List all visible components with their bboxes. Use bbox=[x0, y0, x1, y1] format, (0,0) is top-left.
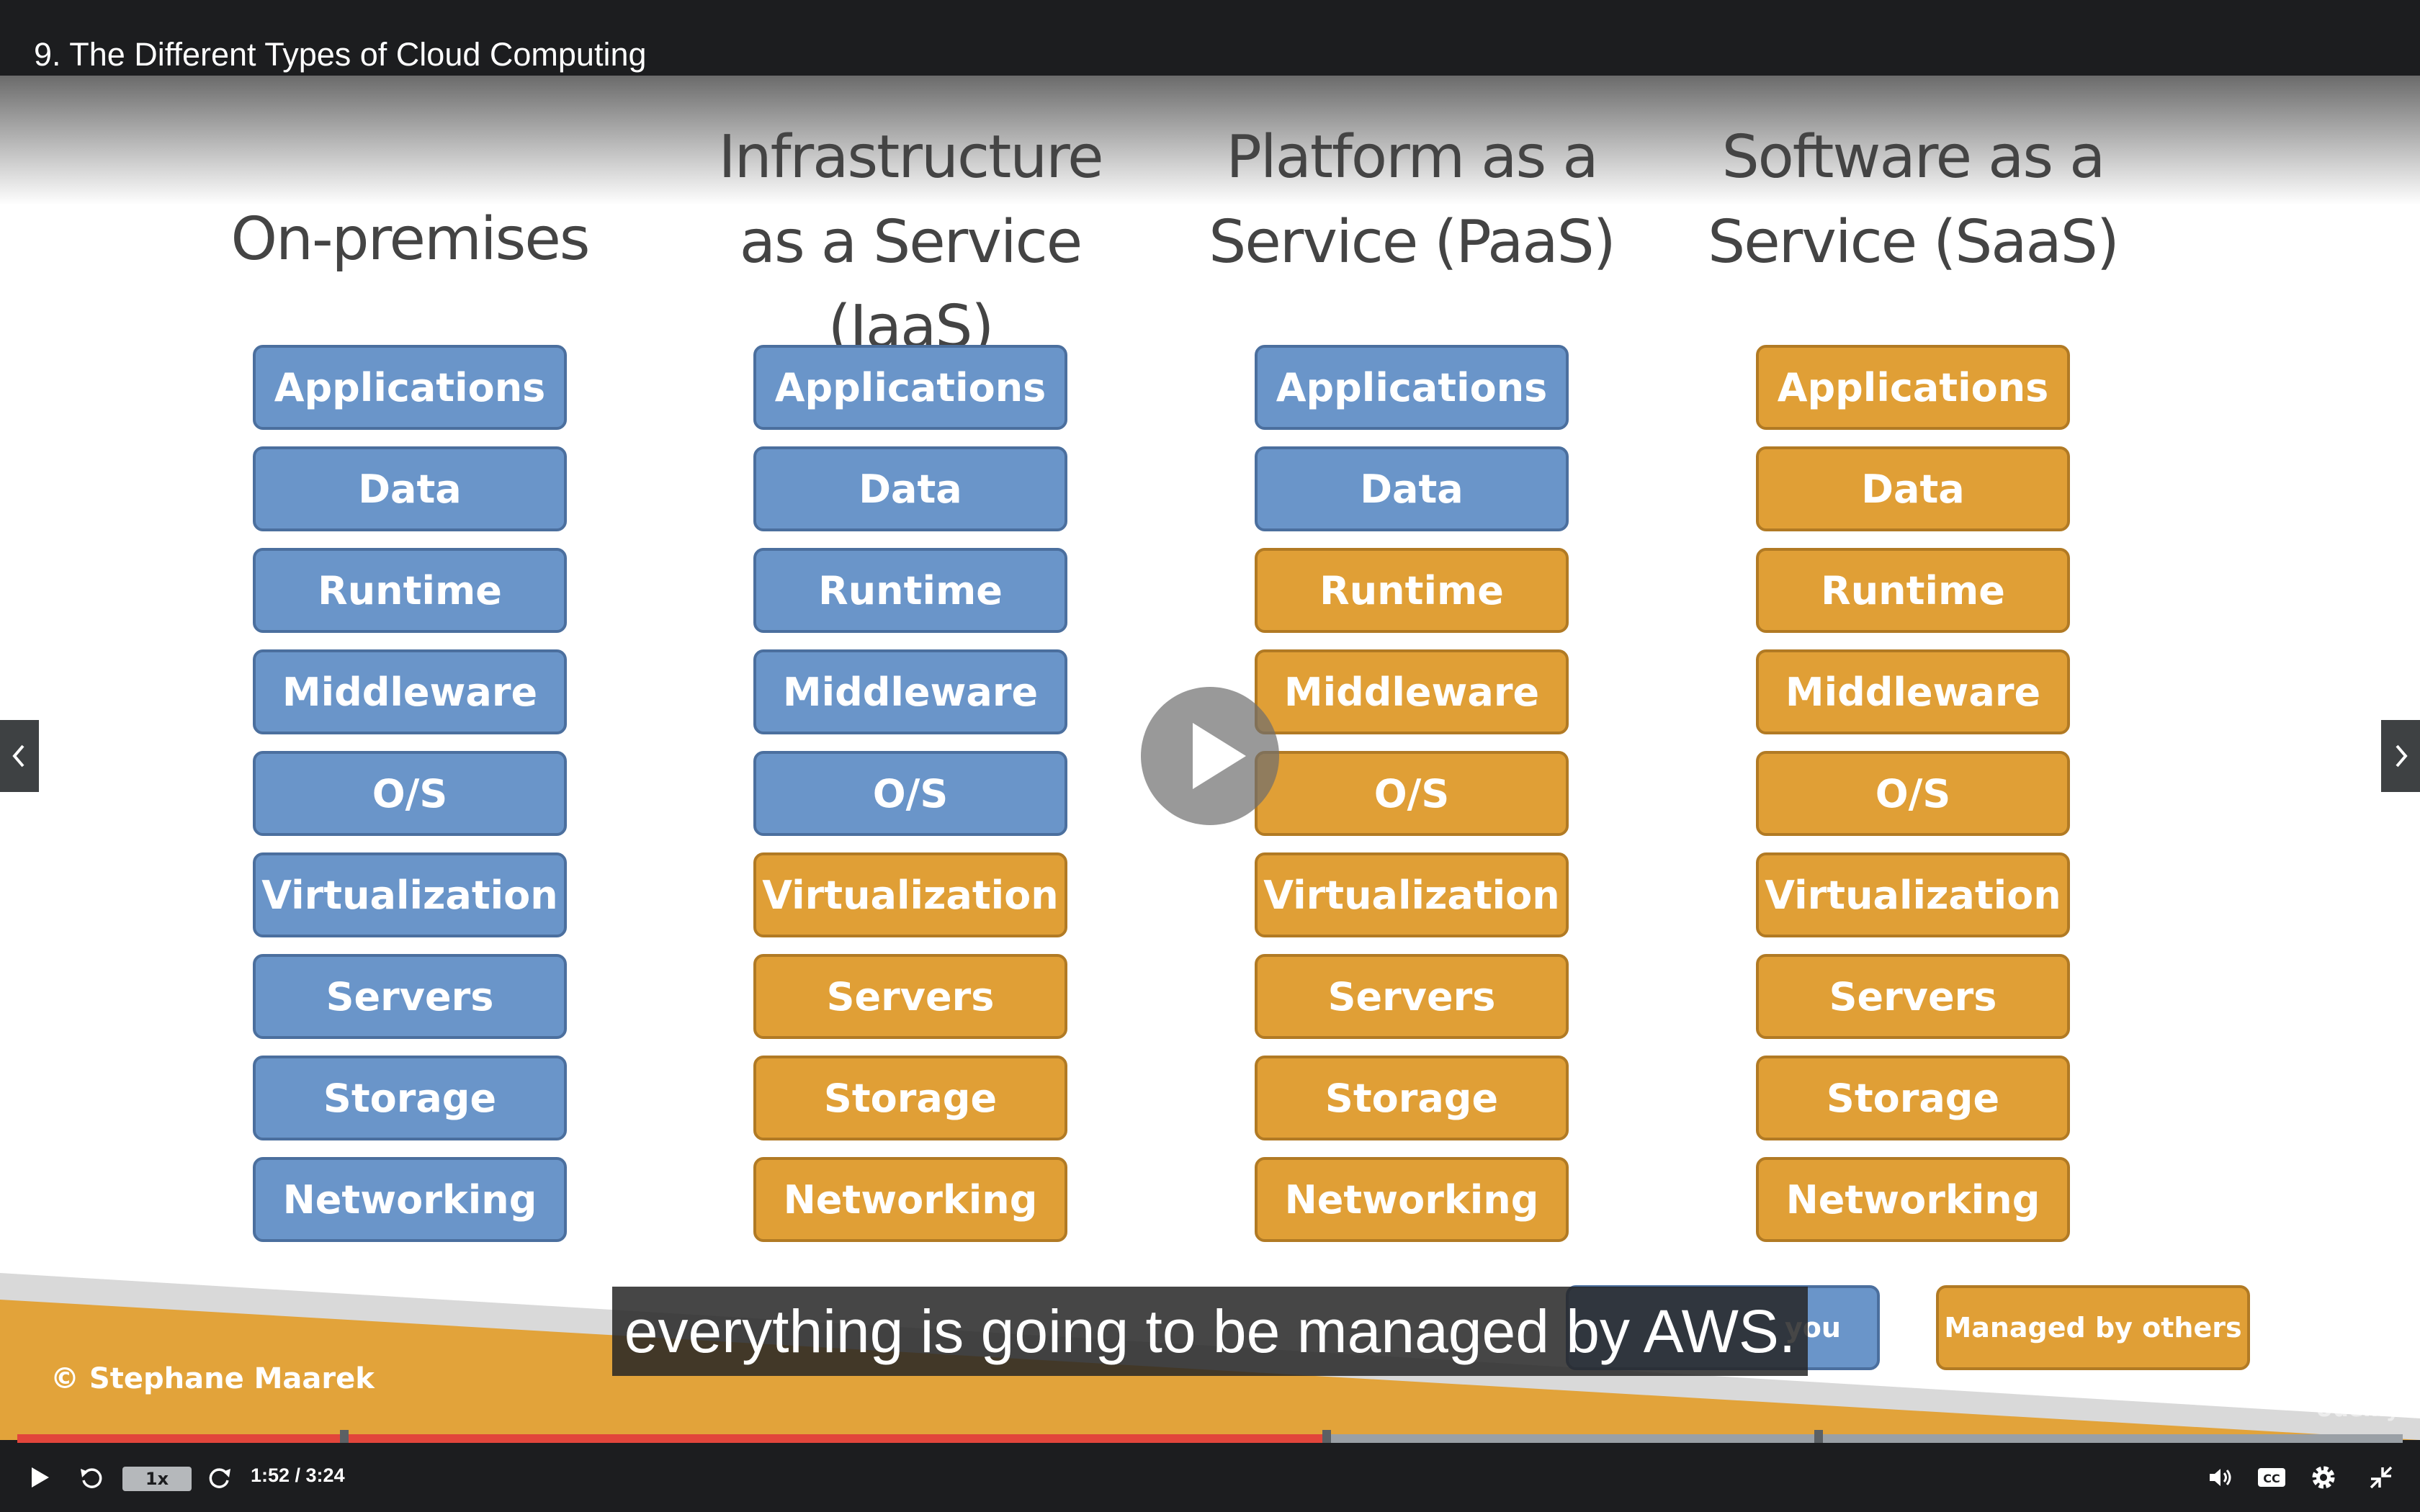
chevron-left-icon bbox=[12, 744, 24, 768]
layer-o-s: O/S bbox=[253, 751, 567, 836]
layer-storage: Storage bbox=[253, 1056, 567, 1140]
layer-o-s: O/S bbox=[753, 751, 1067, 836]
layer-applications: Applications bbox=[1255, 345, 1569, 430]
layer-storage: Storage bbox=[1756, 1056, 2070, 1140]
layer-virtualization: Virtualization bbox=[753, 852, 1067, 937]
layer-servers: Servers bbox=[753, 954, 1067, 1039]
volume-button[interactable] bbox=[2200, 1457, 2240, 1498]
chevron-right-icon bbox=[2396, 744, 2408, 768]
gear-icon bbox=[2312, 1466, 2335, 1489]
exit-fullscreen-button[interactable] bbox=[2361, 1457, 2401, 1498]
layer-servers: Servers bbox=[1756, 954, 2070, 1039]
column-title-on-premises: On-premises bbox=[230, 205, 590, 274]
layer-networking: Networking bbox=[253, 1157, 567, 1242]
layer-virtualization: Virtualization bbox=[1756, 852, 2070, 937]
layer-middleware: Middleware bbox=[1255, 649, 1569, 734]
legend-managed-by-others-label: Managed by others bbox=[1944, 1312, 2242, 1344]
closed-captions-icon: CC bbox=[2258, 1468, 2285, 1487]
layer-storage: Storage bbox=[753, 1056, 1067, 1140]
closed-captions-button[interactable]: CC bbox=[2251, 1457, 2292, 1498]
play-button[interactable] bbox=[19, 1457, 59, 1498]
layer-servers: Servers bbox=[253, 954, 567, 1039]
layer-applications: Applications bbox=[253, 345, 567, 430]
slide: On-premises Infrastructure as a Service … bbox=[0, 76, 2420, 1440]
layer-data: Data bbox=[1756, 446, 2070, 531]
lecture-title-bar: 9. The Different Types of Cloud Computin… bbox=[0, 0, 2420, 77]
layer-middleware: Middleware bbox=[753, 649, 1067, 734]
next-lecture-button[interactable] bbox=[2381, 720, 2420, 792]
copyright-text: © Stephane Maarek bbox=[50, 1362, 375, 1395]
playback-speed-button[interactable]: 1x bbox=[122, 1467, 192, 1491]
layer-servers: Servers bbox=[1255, 954, 1569, 1039]
layer-networking: Networking bbox=[753, 1157, 1067, 1242]
layer-virtualization: Virtualization bbox=[1255, 852, 1569, 937]
layer-runtime: Runtime bbox=[1255, 548, 1569, 633]
subtitle-caption: everything is going to be managed by AWS… bbox=[612, 1287, 1808, 1376]
layer-virtualization: Virtualization bbox=[253, 852, 567, 937]
center-play-button[interactable] bbox=[1141, 687, 1279, 825]
legend-managed-by-others: Managed by others bbox=[1936, 1285, 2250, 1370]
progress-bar[interactable] bbox=[17, 1430, 2403, 1447]
rewind-button[interactable] bbox=[71, 1457, 111, 1498]
slide-top-shade bbox=[0, 76, 2420, 205]
layer-runtime: Runtime bbox=[753, 548, 1067, 633]
udemy-watermark: Udemy bbox=[2316, 1397, 2400, 1422]
layer-o-s: O/S bbox=[1255, 751, 1569, 836]
layer-data: Data bbox=[753, 446, 1067, 531]
layer-data: Data bbox=[253, 446, 567, 531]
forward-button[interactable] bbox=[200, 1457, 241, 1498]
lecture-title: 9. The Different Types of Cloud Computin… bbox=[34, 36, 647, 73]
play-icon bbox=[32, 1467, 49, 1488]
layer-networking: Networking bbox=[1255, 1157, 1569, 1242]
layer-middleware: Middleware bbox=[253, 649, 567, 734]
svg-text:CC: CC bbox=[2263, 1472, 2280, 1485]
volume-icon bbox=[2210, 1469, 2231, 1486]
layer-applications: Applications bbox=[753, 345, 1067, 430]
time-display: 1:52 / 3:24 bbox=[251, 1464, 345, 1486]
layer-runtime: Runtime bbox=[1756, 548, 2070, 633]
progress-played bbox=[17, 1434, 1327, 1443]
rewind-icon bbox=[81, 1468, 102, 1488]
settings-button[interactable] bbox=[2303, 1457, 2344, 1498]
column-title-iaas: Infrastructure as a Service (IaaS) bbox=[718, 123, 1103, 361]
column-title-paas: Platform as a Service (PaaS) bbox=[1209, 123, 1615, 276]
column-title-saas: Software as a Service (SaaS) bbox=[1708, 123, 2120, 276]
layer-runtime: Runtime bbox=[253, 548, 567, 633]
exit-fullscreen-icon bbox=[2370, 1466, 2393, 1489]
control-bar: 1x 1:52 / 3:24 CC bbox=[0, 1443, 2420, 1512]
layer-middleware: Middleware bbox=[1756, 649, 2070, 734]
playback-speed-label: 1x bbox=[145, 1469, 169, 1489]
layer-applications: Applications bbox=[1756, 345, 2070, 430]
layer-o-s: O/S bbox=[1756, 751, 2070, 836]
previous-lecture-button[interactable] bbox=[0, 720, 39, 792]
layer-networking: Networking bbox=[1756, 1157, 2070, 1242]
play-icon bbox=[1193, 723, 1246, 789]
layer-storage: Storage bbox=[1255, 1056, 1569, 1140]
forward-icon bbox=[209, 1468, 230, 1488]
layer-data: Data bbox=[1255, 446, 1569, 531]
